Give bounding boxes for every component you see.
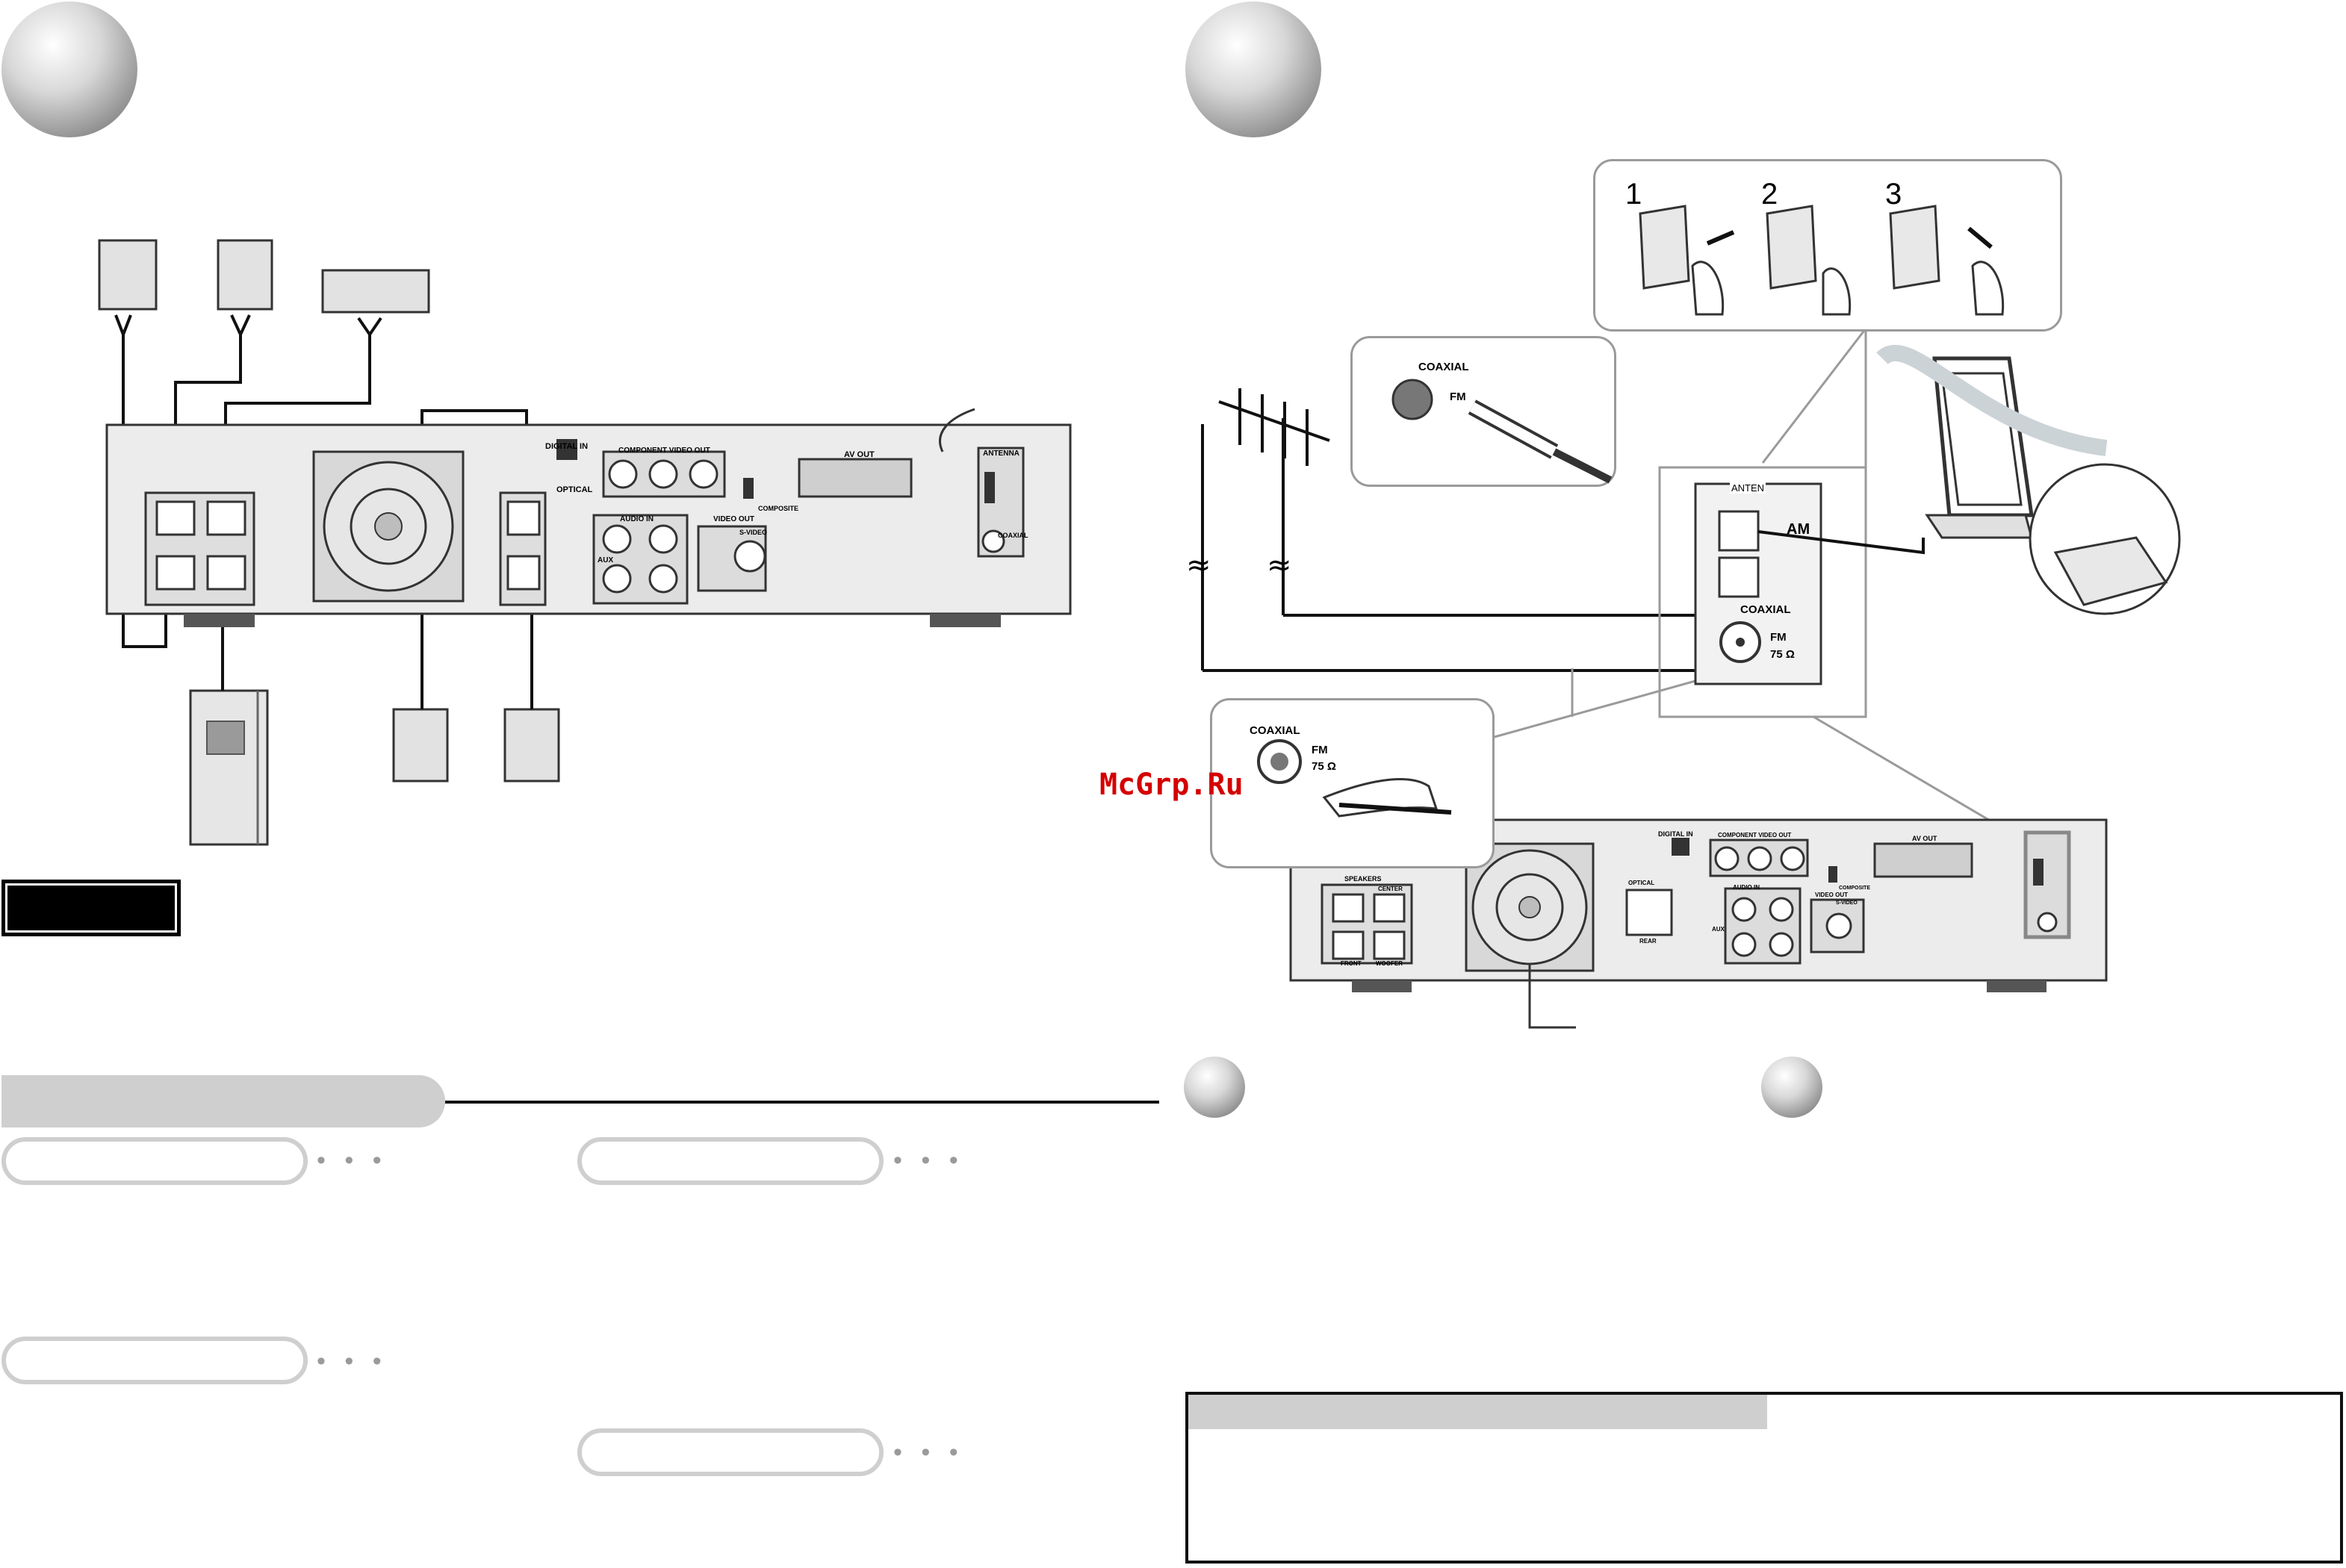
subsection-pill-4 bbox=[577, 1428, 884, 1476]
label-audio-in: AUDIO IN bbox=[620, 515, 654, 523]
subsection-pill-2 bbox=[1, 1337, 308, 1384]
section-header-rule bbox=[445, 1101, 1159, 1104]
subsection-pill-2-dots: • • • bbox=[317, 1347, 388, 1375]
sub-sphere-right bbox=[1761, 1057, 1822, 1118]
label-speakers: SPEAKERS bbox=[1344, 875, 1382, 883]
label-video-out: VIDEO OUT bbox=[713, 515, 755, 523]
fm-bottom-label: FM bbox=[1312, 744, 1328, 756]
label-digital-in: DIGITAL IN bbox=[545, 442, 589, 451]
coaxial-top-label: COAXIAL bbox=[1418, 361, 1469, 373]
label-digital-in-right: DIGITAL IN bbox=[1658, 830, 1693, 838]
subsection-pill-1 bbox=[1, 1137, 308, 1185]
label-antenna: ANTENNA bbox=[983, 449, 1020, 458]
label-component-video-out: COMPONENT VIDEO OUT bbox=[618, 447, 710, 455]
subwoofer bbox=[189, 689, 269, 846]
label-av-out-right: AV OUT bbox=[1912, 835, 1937, 842]
sub-sphere-left bbox=[1184, 1057, 1245, 1118]
coaxial-terminal-label: COAXIAL bbox=[1740, 603, 1791, 616]
label-s-video-right: S-VIDEO bbox=[1836, 900, 1858, 906]
label-component-video-out-right: COMPONENT VIDEO OUT bbox=[1718, 832, 1792, 839]
label-optical-right: OPTICAL bbox=[1628, 880, 1655, 886]
note-heading-block bbox=[1, 880, 181, 936]
rear-right-speaker bbox=[503, 708, 560, 783]
front-right-speaker bbox=[217, 239, 273, 311]
label-woofer: WOOFER bbox=[1376, 960, 1403, 967]
fm-coaxial-plug-callout: COAXIAL FM bbox=[1350, 336, 1616, 487]
front-left-speaker bbox=[98, 239, 158, 311]
label-composite: COMPOSITE bbox=[758, 505, 799, 512]
ohm-terminal-label: 75 Ω bbox=[1770, 648, 1795, 661]
fm-terminal-label: FM bbox=[1770, 631, 1787, 644]
coaxial-bottom-label: COAXIAL bbox=[1250, 724, 1300, 737]
ohm-bottom-label: 75 Ω bbox=[1312, 760, 1336, 773]
label-s-video: S-VIDEO bbox=[739, 529, 768, 536]
center-speaker bbox=[321, 269, 430, 314]
terminal-steps-illustration bbox=[1639, 205, 2005, 316]
subsection-pill-3-dots: • • • bbox=[893, 1146, 964, 1175]
am-antenna-steps-callout: 1 2 3 bbox=[1593, 159, 2062, 332]
subsection-pill-4-dots: • • • bbox=[893, 1438, 964, 1466]
label-coaxial-left: COAXIAL bbox=[998, 532, 1028, 539]
fm-wire-antenna-callout: COAXIAL FM 75 Ω bbox=[1210, 698, 1495, 868]
note-box bbox=[1185, 1392, 2343, 1564]
label-optical: OPTICAL bbox=[556, 485, 593, 494]
label-front: FRONT bbox=[1341, 960, 1362, 967]
subsection-pill-1-dots: • • • bbox=[317, 1146, 388, 1175]
label-video-out-right: VIDEO OUT bbox=[1815, 892, 1849, 898]
label-aux: AUX bbox=[598, 556, 614, 564]
label-composite-right: COMPOSITE bbox=[1839, 886, 1871, 891]
section-sphere-right bbox=[1185, 1, 1321, 137]
label-aux-right: AUX bbox=[1712, 926, 1725, 933]
coaxial-plug-illustration bbox=[1391, 379, 1613, 484]
label-audio-in-right: AUDIO IN bbox=[1733, 884, 1760, 891]
step-2-number: 2 bbox=[1761, 178, 1778, 211]
step-3-number: 3 bbox=[1885, 178, 1902, 211]
section-sphere-left bbox=[1, 1, 137, 137]
am-terminal-label: AM bbox=[1787, 521, 1810, 538]
wire-antenna-illustration bbox=[1257, 739, 1452, 818]
section-header-bar bbox=[1, 1075, 445, 1127]
label-av-out: AV OUT bbox=[844, 450, 875, 459]
antenna-terminal-label: ANTEN bbox=[1730, 482, 1766, 494]
label-rear: REAR bbox=[1639, 938, 1657, 945]
watermark: McGrp.Ru bbox=[1099, 768, 1244, 802]
label-center: CENTER bbox=[1378, 886, 1403, 892]
note-box-header bbox=[1188, 1395, 1767, 1429]
step-1-number: 1 bbox=[1625, 178, 1642, 211]
svg-text:≈: ≈ bbox=[1267, 548, 1292, 582]
svg-text:≈: ≈ bbox=[1186, 548, 1211, 582]
fm-top-label: FM bbox=[1450, 391, 1466, 403]
subsection-pill-3 bbox=[577, 1137, 884, 1185]
